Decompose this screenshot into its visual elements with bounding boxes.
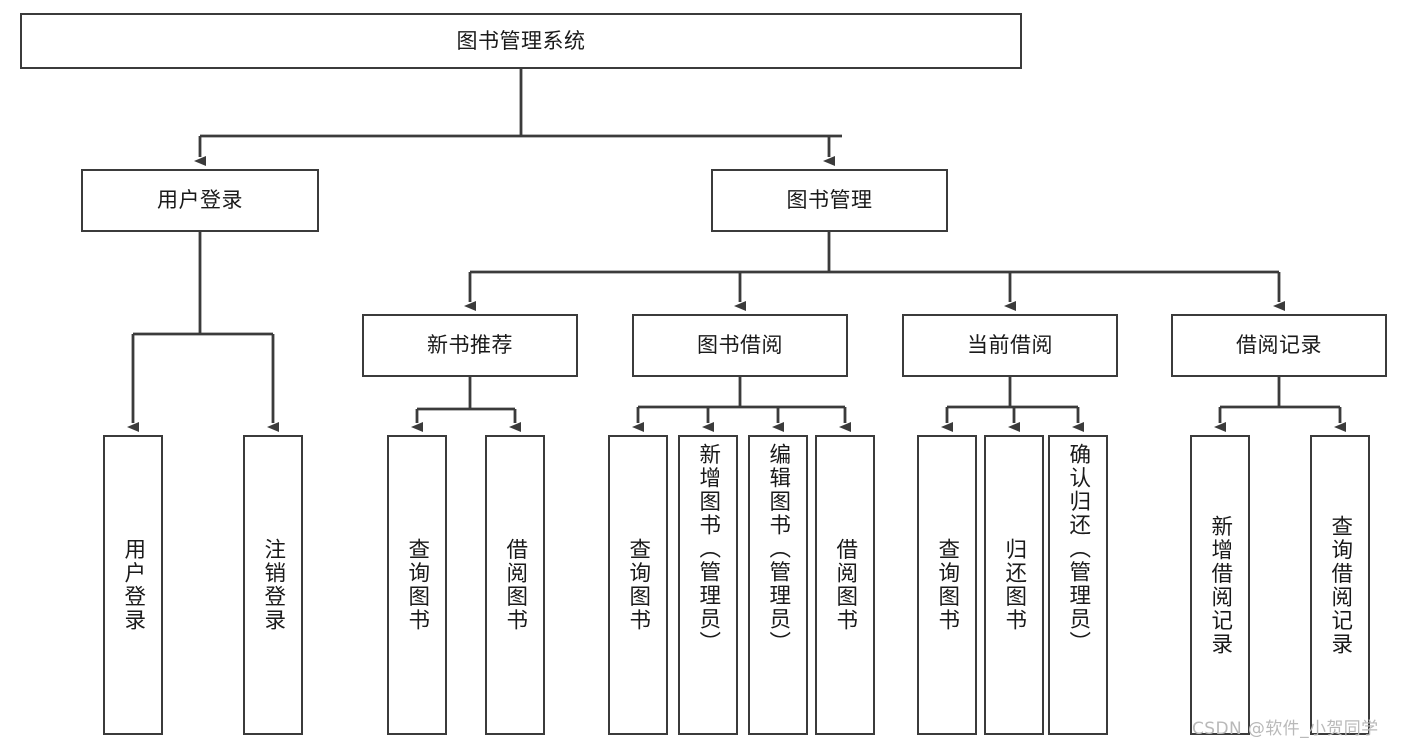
node-root[interactable]: 图书管理系统 [20,13,1022,69]
leaf-return-book-label: 归还图书 [1001,538,1027,632]
leaf-edit-book[interactable]: 编辑图书（管理员） [748,435,808,735]
node-book-manage[interactable]: 图书管理 [711,169,948,232]
leaf-edit-book-label: 编辑图书（管理员） [765,443,791,655]
leaf-user-login-label: 用户登录 [120,538,146,632]
leaf-query-book-3[interactable]: 查询图书 [917,435,977,735]
node-book-borrow-label: 图书借阅 [697,333,783,358]
leaf-query-book-1[interactable]: 查询图书 [387,435,447,735]
leaf-borrow-book-2[interactable]: 借阅图书 [815,435,875,735]
leaf-borrow-book-2-label: 借阅图书 [832,538,858,632]
node-book-borrow[interactable]: 图书借阅 [632,314,848,377]
leaf-query-record-label: 查询借阅记录 [1327,514,1353,656]
node-new-book-rec[interactable]: 新书推荐 [362,314,578,377]
node-user-login-label: 用户登录 [157,188,243,213]
leaf-confirm-return[interactable]: 确认归还（管理员） [1048,435,1108,735]
leaf-logout[interactable]: 注销登录 [243,435,303,735]
leaf-borrow-book-1[interactable]: 借阅图书 [485,435,545,735]
leaf-query-record[interactable]: 查询借阅记录 [1310,435,1370,735]
csdn-watermark: CSDN @软件_小贺同学 [1192,719,1379,739]
leaf-query-book-3-label: 查询图书 [934,538,960,632]
leaf-query-book-2-label: 查询图书 [625,538,651,632]
node-current-borrow-label: 当前借阅 [967,333,1053,358]
leaf-query-book-2[interactable]: 查询图书 [608,435,668,735]
node-new-book-rec-label: 新书推荐 [427,333,513,358]
leaf-add-book-label: 新增图书（管理员） [695,443,721,655]
leaf-add-book[interactable]: 新增图书（管理员） [678,435,738,735]
leaf-add-record[interactable]: 新增借阅记录 [1190,435,1250,735]
node-book-manage-label: 图书管理 [786,188,873,213]
node-borrow-record-label: 借阅记录 [1236,333,1322,358]
node-current-borrow[interactable]: 当前借阅 [902,314,1118,377]
leaf-add-record-label: 新增借阅记录 [1207,514,1233,656]
node-root-label: 图书管理系统 [456,28,586,53]
leaf-user-login[interactable]: 用户登录 [103,435,163,735]
leaf-borrow-book-1-label: 借阅图书 [502,538,528,632]
leaf-return-book[interactable]: 归还图书 [984,435,1044,735]
leaf-query-book-1-label: 查询图书 [404,538,430,632]
leaf-logout-label: 注销登录 [260,538,286,632]
node-borrow-record[interactable]: 借阅记录 [1171,314,1387,377]
leaf-confirm-return-label: 确认归还（管理员） [1065,443,1091,655]
node-user-login[interactable]: 用户登录 [81,169,319,232]
